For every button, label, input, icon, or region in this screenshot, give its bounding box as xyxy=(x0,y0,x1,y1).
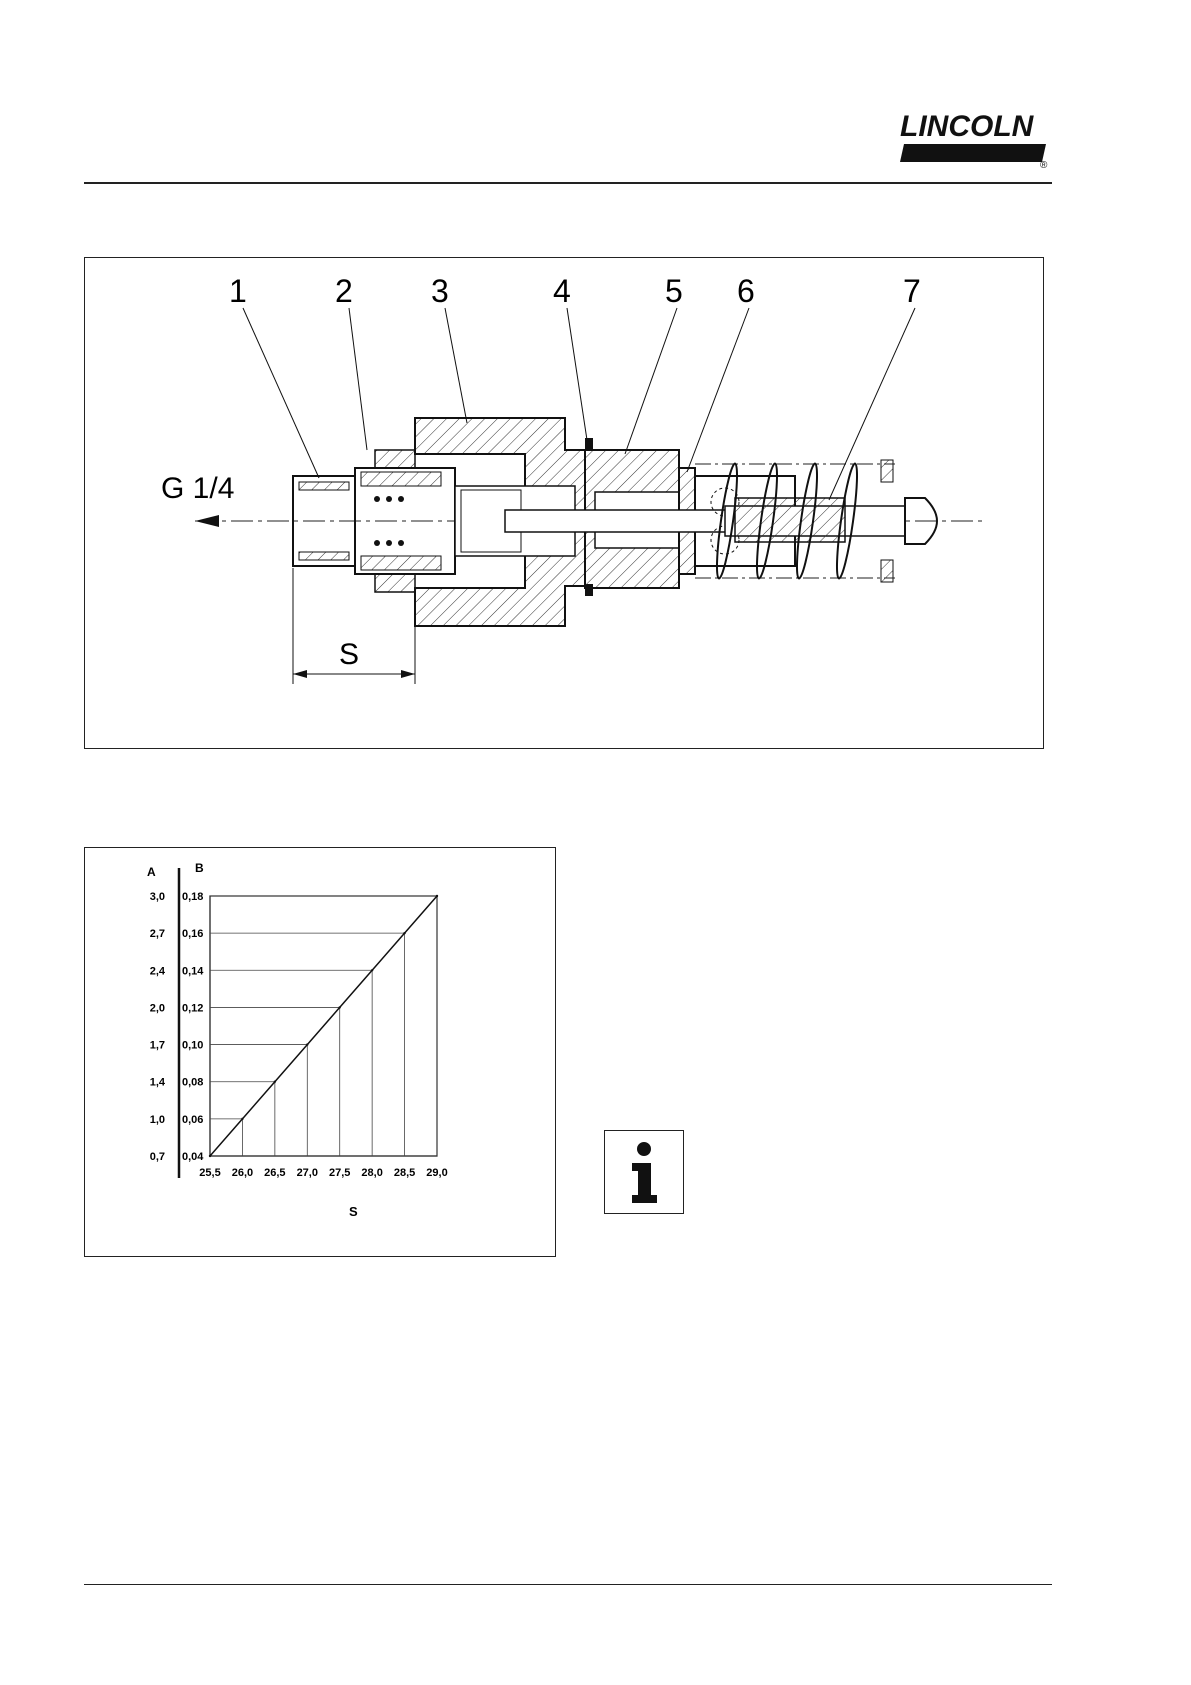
logo-bar xyxy=(900,144,1046,162)
lincoln-logo: LINCOLN ® xyxy=(894,104,1052,168)
setting-chart: A B S 25,5 26,0 26,5 27,0 27,5 28,0 28,5 29,0 0,… xyxy=(85,848,555,1256)
info-box xyxy=(604,1130,684,1214)
data-point-4 xyxy=(339,1006,341,1008)
logo-registered-mark: ® xyxy=(1040,160,1048,168)
data-point-0 xyxy=(209,1155,211,1157)
x-tick-3: 27,0 xyxy=(297,1167,318,1179)
data-point-3 xyxy=(306,1043,308,1045)
callout-5: 5 xyxy=(665,273,683,309)
data-point-7 xyxy=(436,895,438,897)
callout-2: 2 xyxy=(335,273,353,309)
b-tick-5: 0,14 xyxy=(182,965,204,977)
a-tick-3: 1,7 xyxy=(150,1040,165,1052)
x-tick-1: 26,0 xyxy=(232,1167,253,1179)
setting-chart-frame: A B S 25,5 26,0 26,5 27,0 27,5 28,0 28,5 29,0 0,… xyxy=(84,847,556,1257)
a-tick-1: 1,0 xyxy=(150,1114,165,1126)
x-axis-label: S xyxy=(349,1204,358,1219)
b-tick-3: 0,10 xyxy=(182,1040,203,1052)
footer-rule xyxy=(84,1584,1052,1585)
b-tick-0: 0,04 xyxy=(182,1151,204,1163)
a-tick-7: 3,0 xyxy=(150,891,165,903)
x-tick-2: 26,5 xyxy=(264,1167,285,1179)
callout-3: 3 xyxy=(431,273,449,309)
a-tick-4: 2,0 xyxy=(150,1002,165,1014)
b-tick-2: 0,08 xyxy=(182,1077,203,1089)
a-tick-5: 2,4 xyxy=(150,965,166,977)
a-tick-2: 1,4 xyxy=(150,1077,166,1089)
part-4-seal xyxy=(585,438,593,450)
a-tick-6: 2,7 xyxy=(150,928,165,940)
logo-text: LINCOLN xyxy=(900,110,1035,143)
callout-4: 4 xyxy=(553,273,571,309)
callout-7: 7 xyxy=(903,273,921,309)
axis-a-label: A xyxy=(147,865,156,879)
x-tick-5: 28,0 xyxy=(361,1167,382,1179)
data-point-1 xyxy=(241,1118,243,1120)
valve-section-figure: G 1/4 xyxy=(84,257,1044,749)
callout-labels: 1 2 3 4 5 6 7 xyxy=(229,273,921,309)
a-tick-0: 0,7 xyxy=(150,1151,165,1163)
x-tick-6: 28,5 xyxy=(394,1167,415,1179)
valve-section-drawing: G 1/4 xyxy=(85,258,1043,748)
header-rule xyxy=(84,182,1052,184)
b-tick-6: 0,16 xyxy=(182,928,203,940)
b-tick-7: 0,18 xyxy=(182,891,203,903)
data-point-5 xyxy=(371,969,373,971)
series-line xyxy=(210,896,437,1156)
data-point-2 xyxy=(274,1081,276,1083)
x-tick-0: 25,5 xyxy=(199,1167,220,1179)
callout-6: 6 xyxy=(737,273,755,309)
data-point-6 xyxy=(403,932,405,934)
part-7-spring-rod xyxy=(695,460,937,582)
b-tick-4: 0,12 xyxy=(182,1002,203,1014)
callout-1: 1 xyxy=(229,273,247,309)
flow-arrow xyxy=(195,515,219,527)
axis-b-label: B xyxy=(195,861,204,875)
info-icon xyxy=(605,1131,683,1213)
dimension-s-label: S xyxy=(339,638,359,671)
x-tick-7: 29,0 xyxy=(426,1167,447,1179)
b-tick-1: 0,06 xyxy=(182,1114,203,1126)
thread-label: G 1/4 xyxy=(161,472,234,505)
x-tick-4: 27,5 xyxy=(329,1167,350,1179)
